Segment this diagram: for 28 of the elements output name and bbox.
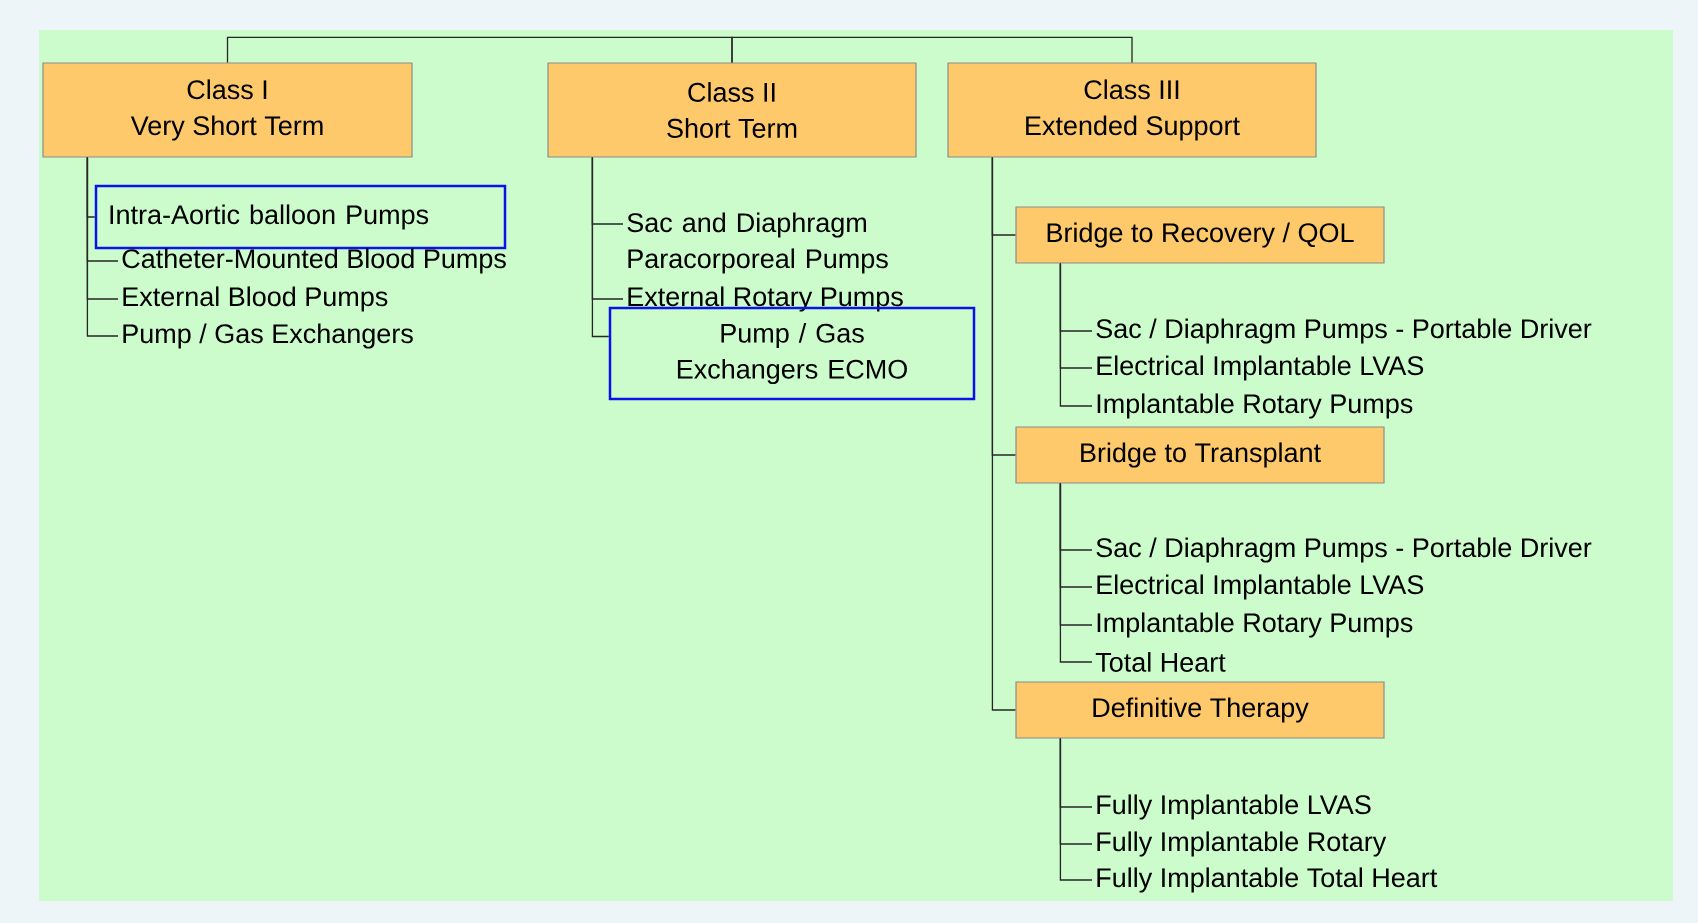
class-box: Class III Extended Support: [947, 62, 1317, 158]
category-box: Bridge to Recovery / QOL: [1015, 206, 1385, 264]
list-item: Catheter-Mounted Blood Pumps: [122, 248, 506, 274]
tree-line: [1059, 262, 1093, 407]
bracket-line: [731, 36, 1133, 64]
list-item: Pump / Gas Exchangers: [123, 323, 413, 349]
category-box: Bridge to Transplant: [1015, 426, 1385, 484]
list-item: Fully Implantable Rotary: [1097, 831, 1387, 857]
list-item: Electrical Implantable LVAS: [1097, 574, 1424, 600]
class-box: Class I Very Short Term: [42, 62, 413, 158]
list-item: Sac and Diaphragm Paracorporeal Pumps: [627, 212, 888, 274]
tree-line: [86, 156, 119, 337]
list-item: External Blood Pumps: [123, 286, 388, 312]
tree-line: [591, 156, 610, 338]
list-item: Fully Implantable LVAS: [1097, 794, 1371, 820]
list-item: Sac / Diaphragm Pumps - Portable Driver: [1096, 318, 1592, 344]
class-box: Class II Short Term: [547, 62, 917, 158]
list-item: Sac / Diaphragm Pumps - Portable Driver: [1096, 537, 1592, 563]
list-item: Total Heart: [1095, 652, 1226, 672]
tree-line: [1059, 737, 1093, 881]
category-box: Definitive Therapy: [1015, 681, 1385, 739]
tree-line: [1059, 482, 1093, 663]
list-item: Implantable Rotary Pumps: [1097, 612, 1413, 638]
list-item: Electrical Implantable LVAS: [1097, 355, 1424, 381]
list-item: Fully Implantable Total Heart: [1097, 867, 1438, 893]
list-item: Implantable Rotary Pumps: [1097, 393, 1413, 419]
bracket-line: [226, 36, 733, 64]
tree-line: [991, 156, 1017, 711]
